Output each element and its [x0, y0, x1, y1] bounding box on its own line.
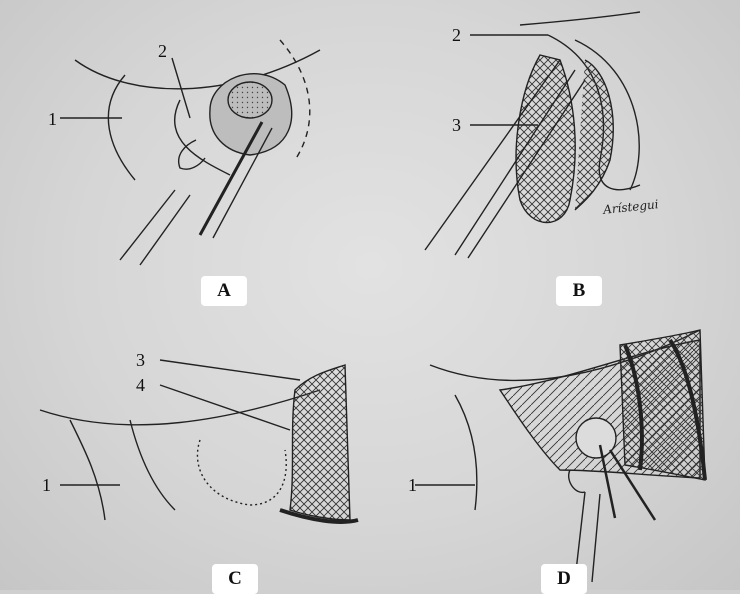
panel-label-b: B	[556, 276, 602, 306]
panel-a-drawing	[60, 40, 320, 265]
panel-c-callout-3: 3	[136, 350, 145, 370]
panel-label-a: A	[201, 276, 247, 306]
panel-b-callout-3: 3	[452, 115, 461, 135]
panel-a-callout-1: 1	[48, 109, 57, 129]
panel-d-callout-1: 1	[408, 475, 417, 495]
panel-d-drawing	[415, 330, 705, 582]
panel-c-callout-4: 4	[136, 375, 145, 395]
panel-a-callout-2: 2	[158, 41, 167, 61]
panel-b-callout-2: 2	[452, 25, 461, 45]
panel-b-drawing	[425, 12, 640, 258]
panel-c-callout-1: 1	[42, 475, 51, 495]
panel-c-drawing	[40, 360, 358, 522]
